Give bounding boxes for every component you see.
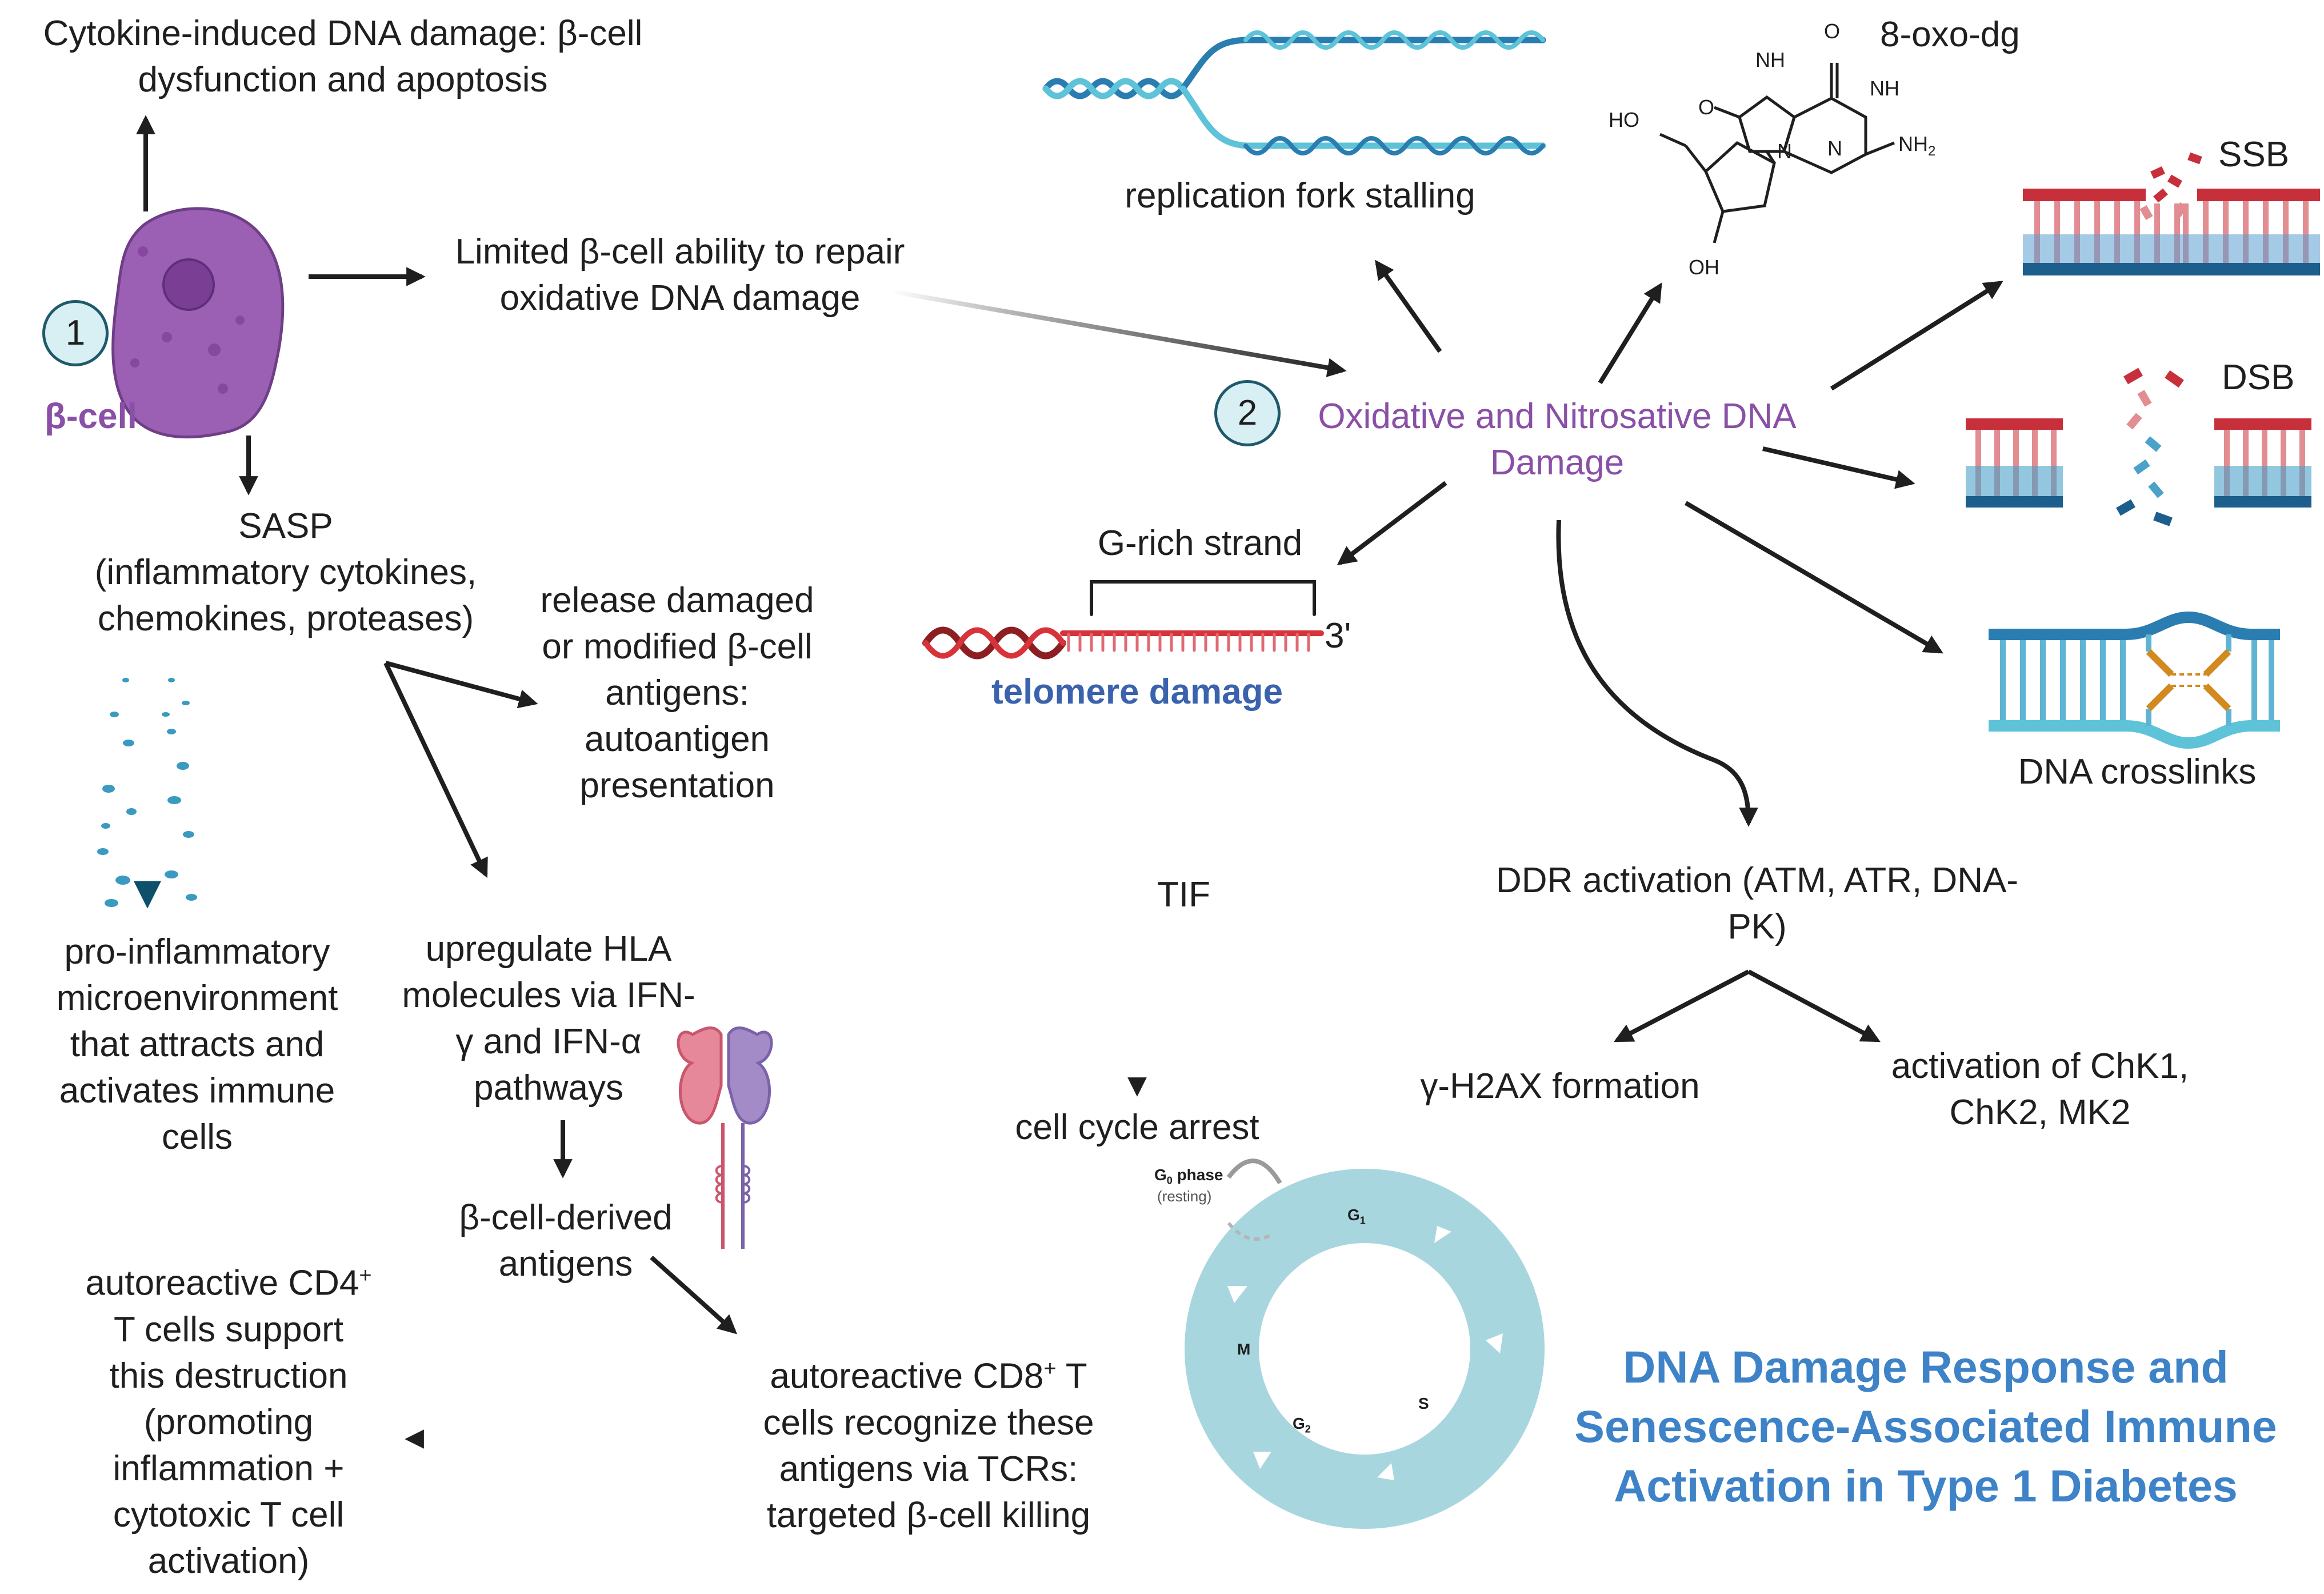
cell-cycle-arrest-label: cell cycle arrest [1015,1108,1259,1147]
chem-oh: OH [1689,255,1719,279]
arrow-damage-to-fork [1375,259,1442,353]
arrow-repair-to-damage [891,289,1347,377]
arrow-ddr-to-chk [1747,969,1881,1042]
telomere-damage-label: telomere damage [991,672,1283,712]
ddr-activation-label: DDR activation (ATM, ATR, DNA-PK) [1495,861,2019,946]
arrow-sasp-to-release [385,661,538,709]
chem-nh-right: NH [1870,77,1899,100]
arrow-damage-to-crosslinks [1684,501,1943,654]
resting-label: (resting) [1157,1188,1212,1205]
s-phase-label: S [1418,1395,1429,1412]
chem-nh-left: NH [1755,48,1785,71]
arrow-damage-to-ddr [1556,520,1758,827]
cytokine-spray-icon [97,669,197,909]
m-phase-label: M [1237,1340,1251,1358]
chem-nh2: NH2 [1898,132,1936,159]
chem-ho: HO [1609,108,1639,131]
arrow-damage-to-oxo [1598,282,1662,385]
g1-label: G1 [1347,1206,1366,1227]
8-oxo-dg-structure [1659,63,1895,243]
replication-fork-label: replication fork stalling [1125,176,1475,215]
beta-cell-icon [111,207,285,439]
beta-cell-label: β-cell [45,397,137,436]
three-prime-label: 3' [1325,616,1351,656]
arrow-damage-to-dsb [1762,446,1915,489]
telomere-icon [922,580,1324,660]
8-oxo-dg-label: 8-oxo-dg [1880,15,2020,54]
chem-n-1: N [1777,139,1792,163]
ssb-dna-icon [2023,152,2320,275]
arrow-sasp-to-hla [383,662,488,878]
chem-n-2: N [1827,137,1842,160]
arrow-antigens-to-cd8 [650,1256,738,1335]
replication-fork-icon [1042,30,1546,155]
g0-phase-label: G0 phase [1154,1166,1223,1186]
cd8-cells-label: autoreactive CD8+ T cells recognize thes… [763,1356,1094,1535]
chk-activation-label: activation of ChK1,ChK2, MK2 [1891,1046,2189,1132]
step-1-badge: 1 [42,300,109,366]
arrow-ddr-to-h2ax [1614,969,1750,1042]
tif-label: TIF [1157,875,1210,914]
cell-cycle-ring [1185,1158,1545,1529]
chem-o-left: O [1698,95,1715,119]
h2ax-label: γ-H2AX formation [1420,1066,1700,1106]
ssb-label: SSB [2218,135,2290,174]
crosslinks-label: DNA crosslinks [2018,752,2257,792]
arrow-damage-to-ssb [1830,281,2003,391]
arrow-damage-to-telomere [1337,481,1447,566]
chem-o-top: O [1824,19,1841,43]
hla-receptor-icon [677,1026,773,1249]
crosslink-dna-icon [1989,611,2280,749]
step-2-badge: 2 [1214,380,1281,446]
dsb-label: DSB [2222,358,2295,397]
g-rich-strand-label: G-rich strand [1097,524,1303,563]
dsb-dna-icon [1966,367,2311,526]
sasp-label: SASP(inflammatory cytokines,chemokines, … [94,506,477,638]
g2-label: G2 [1293,1415,1311,1435]
